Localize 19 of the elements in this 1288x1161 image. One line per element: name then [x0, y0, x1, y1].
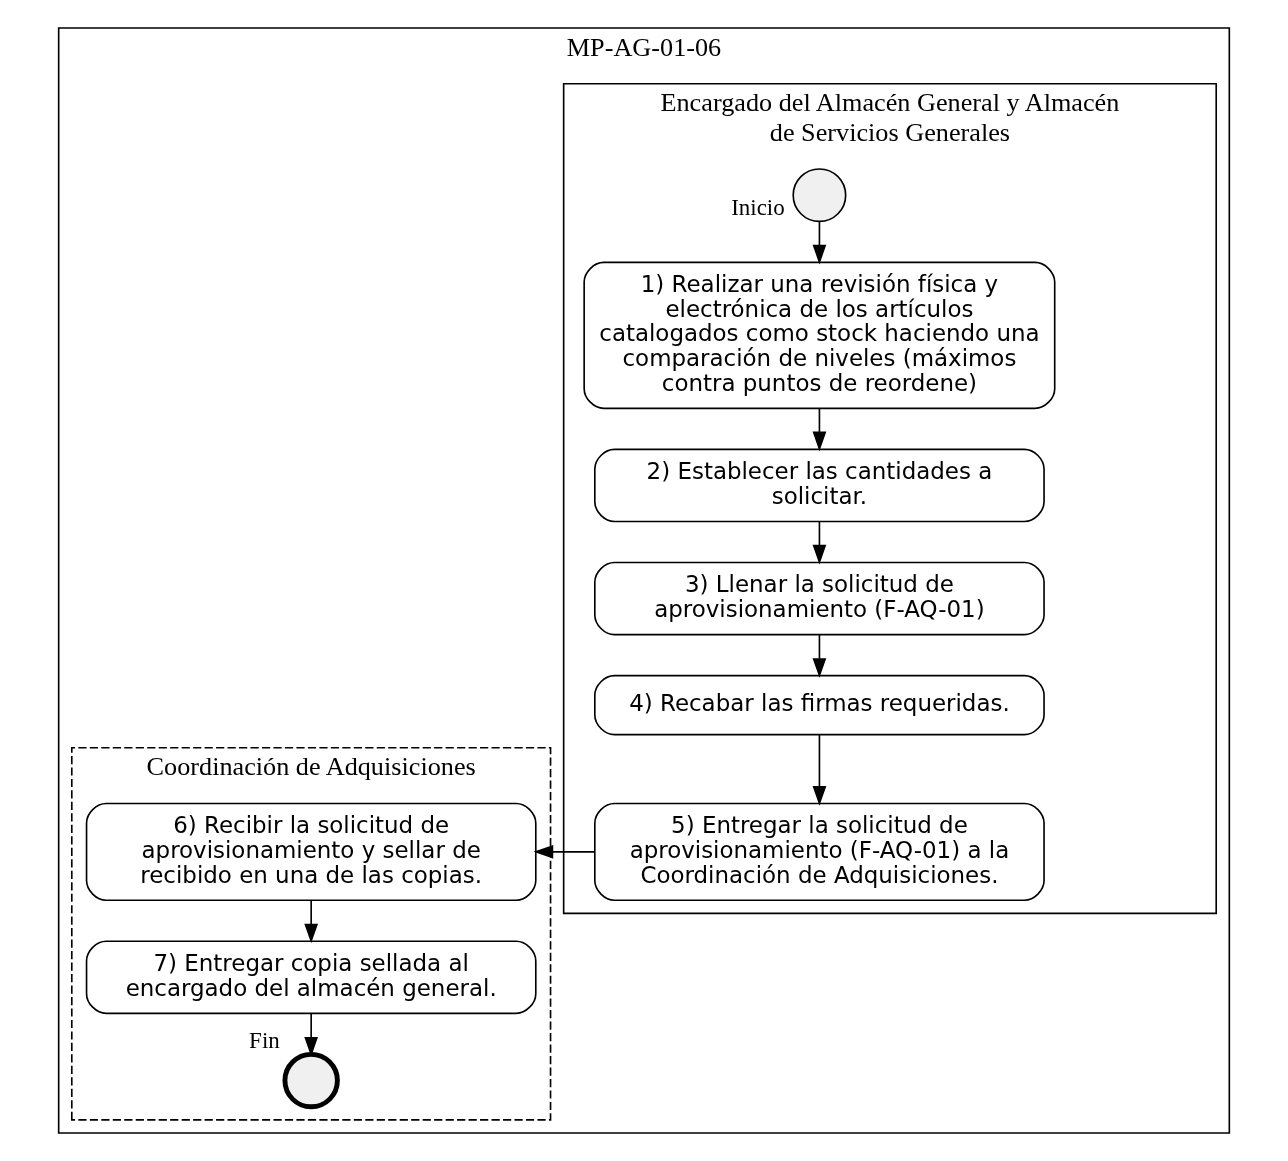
node-box: 2) Establecer las cantidades a solicitar.: [594, 448, 1045, 523]
node-box: 4) Recabar las firmas requeridas.: [594, 674, 1045, 736]
arrow: [812, 221, 827, 265]
arrow: [812, 634, 827, 678]
node-box: 7) Entregar copia sellada al encargado del almacén general.: [85, 940, 537, 1015]
node-box: 6) Recibir la solicitud de aprovisionamiento y sellar de recibido en una de las copias.: [85, 802, 537, 902]
arrow: [812, 520, 827, 565]
node-label: Inicio: [731, 195, 785, 221]
node-circle: [792, 168, 847, 223]
arrow: [304, 899, 319, 944]
arrow: [812, 734, 827, 806]
node-box: 3) Llenar la solicitud de aprovisionamiento (F-AQ-01): [594, 561, 1045, 636]
arrow: [812, 407, 827, 452]
node-label: Fin: [249, 1028, 280, 1054]
arrow: [533, 844, 596, 859]
node-box: 1) Realizar una revisión física y electrónica de los artículos catalogados como stock haciendo una comparación de niveles (máximos contra puntos de reordene): [583, 261, 1056, 410]
node-circle: [282, 1051, 340, 1110]
arrow: [304, 1013, 319, 1057]
node-box: 5) Entregar la solicitud de aprovisionamiento (F-AQ-01) a la Coordinación de Adquisiciones.: [594, 802, 1045, 902]
